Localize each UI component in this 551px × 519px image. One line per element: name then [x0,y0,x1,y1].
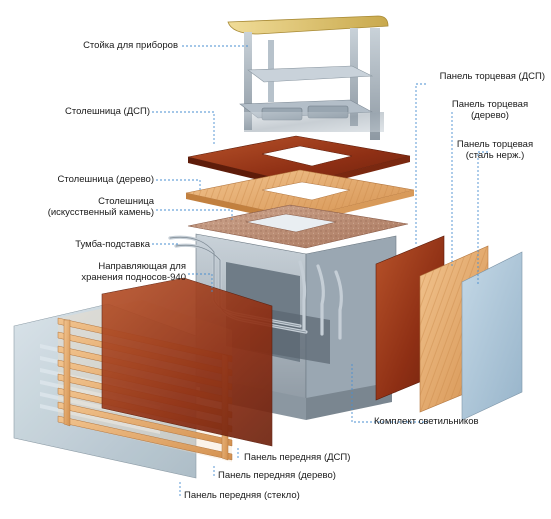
cabinet-body [168,233,397,420]
end-panel-steel [461,251,523,421]
label-front-panel-wood: Панель передняя (дерево) [218,470,336,481]
leader-lines [152,45,488,496]
label-tabletop-stone: Столешница (искусственный камень) [47,196,154,218]
label-end-panel-wood: Панель торцевая (дерево) [451,99,529,121]
label-instrument-stand: Стойка для приборов [83,40,178,51]
label-front-panel-glass: Панель передняя (стекло) [184,490,300,501]
front-panel-dsp [101,277,273,447]
label-end-panel-dsp: Панель торцевая (ДСП) [439,71,545,82]
label-end-panel-steel: Панель торцевая (сталь нерж.) [456,139,534,161]
label-front-panel-dsp: Панель передняя (ДСП) [244,452,351,463]
instrument-stand [227,15,389,140]
label-lighting-kit: Комплект светильников [374,416,479,427]
tabletop-stone [187,204,409,249]
label-cabinet-stand: Тумба-подставка [75,239,150,250]
label-tray-rail: Направляющая для хранения подносов-940 [81,261,186,283]
label-tabletop-dsp: Столешница (ДСП) [65,106,150,117]
label-tabletop-wood: Столешница (дерево) [57,174,155,185]
